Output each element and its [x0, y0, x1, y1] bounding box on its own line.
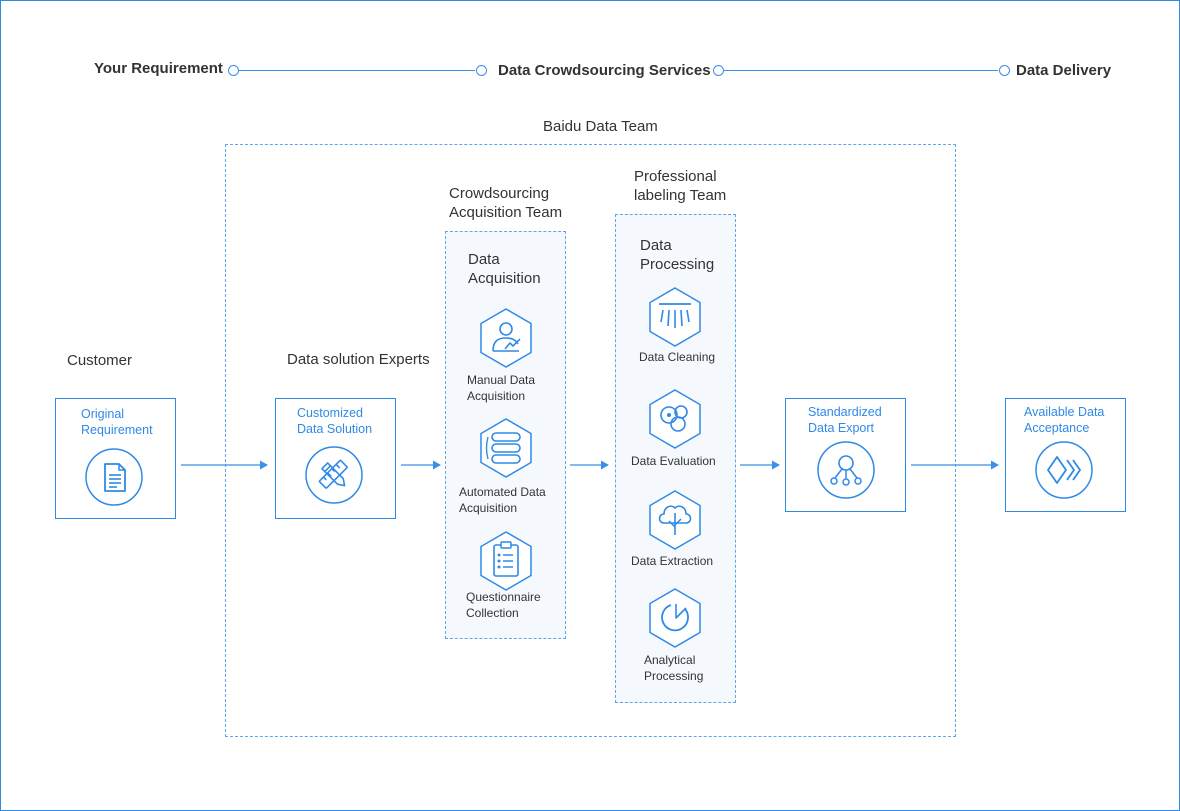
analytical-processing-label-line2: Processing [644, 669, 704, 683]
arrow-processing-to-export [740, 460, 780, 470]
team-title: Baidu Data Team [543, 118, 658, 135]
manual-acquisition-label: Manual Data Acquisition [467, 372, 535, 404]
labeling-team-heading-line2: labeling Team [634, 187, 727, 204]
data-cleaning-label: Data Cleaning [639, 350, 716, 364]
questionnaire-label-line1: Questionnaire [466, 590, 541, 604]
timeline-dot-3 [713, 65, 724, 76]
acquisition-team-heading: Crowdsourcing Acquisition Team [449, 184, 562, 222]
timeline-dot-1 [228, 65, 239, 76]
acceptance-box-label-line2: Acceptance [1024, 421, 1090, 435]
experts-box-label: Customized Data Solution [297, 405, 372, 437]
timeline-line-1 [239, 70, 475, 71]
database-icon [478, 417, 534, 479]
manual-acquisition-label-line2: Acquisition [467, 389, 526, 403]
chevrons-icon [1034, 441, 1094, 499]
timeline-dot-4 [999, 65, 1010, 76]
data-extraction-label: Data Extraction [631, 554, 714, 568]
timeline-step-services: Data Crowdsourcing Services [498, 62, 711, 79]
experts-box-label-line2: Data Solution [297, 422, 373, 436]
network-icon [817, 441, 875, 499]
analytical-processing-label: Analytical Processing [644, 652, 703, 684]
acceptance-box: Available Data Acceptance [1005, 398, 1126, 512]
arrow-acquisition-to-processing [570, 460, 609, 470]
timeline-line-2 [724, 70, 998, 71]
manual-acquisition-label-line1: Manual Data [467, 373, 536, 387]
export-box-label-line1: Standardized [808, 405, 882, 419]
customer-box-label-line2: Requirement [81, 423, 153, 437]
arrow-customer-to-experts [181, 460, 268, 470]
acquisition-title-line2: Acquisition [468, 270, 541, 287]
team-container [225, 144, 956, 737]
automated-acquisition-label-line2: Acquisition [459, 501, 518, 515]
timeline-step-requirement: Your Requirement [94, 60, 223, 77]
questionnaire-label: Questionnaire Collection [466, 589, 541, 621]
customer-box-label: Original Requirement [81, 406, 153, 438]
arrow-export-to-acceptance [911, 460, 999, 470]
acquisition-title-line1: Data [468, 251, 500, 268]
automated-acquisition-label-line1: Automated Data [459, 485, 546, 499]
automated-acquisition-label: Automated Data Acquisition [459, 484, 546, 516]
experts-heading: Data solution Experts [287, 351, 430, 368]
labeling-team-heading-line1: Professional [634, 168, 717, 185]
labeling-team-heading: Professional labeling Team [634, 167, 726, 205]
acceptance-box-label: Available Data Acceptance [1024, 404, 1104, 436]
export-box: Standardized Data Export [785, 398, 906, 512]
arrow-experts-to-acquisition [401, 460, 441, 470]
person-chart-icon [478, 307, 534, 369]
timeline-dot-2 [476, 65, 487, 76]
acquisition-title: Data Acquisition [468, 250, 541, 288]
tree-icon [647, 489, 703, 551]
document-icon [85, 448, 143, 506]
shower-icon [647, 286, 703, 348]
export-box-label: Standardized Data Export [808, 404, 882, 436]
acceptance-box-label-line1: Available Data [1024, 405, 1105, 419]
acquisition-team-heading-line2: Acquisition Team [449, 204, 563, 221]
pencil-ruler-icon [305, 446, 363, 504]
experts-box-label-line1: Customized [297, 406, 363, 420]
acquisition-team-heading-line1: Crowdsourcing [449, 185, 550, 202]
pie-icon [647, 587, 703, 649]
analytical-processing-label-line1: Analytical [644, 653, 696, 667]
customer-box-label-line1: Original [81, 407, 125, 421]
questionnaire-label-line2: Collection [466, 606, 519, 620]
clipboard-icon [478, 530, 534, 592]
processing-title-line1: Data [640, 237, 672, 254]
experts-box: Customized Data Solution [275, 398, 396, 519]
customer-heading: Customer [67, 352, 133, 369]
bubbles-icon [647, 388, 703, 450]
processing-title-line2: Processing [640, 256, 715, 273]
timeline-step-delivery: Data Delivery [1016, 62, 1112, 79]
processing-title: Data Processing [640, 236, 714, 274]
export-box-label-line2: Data Export [808, 421, 875, 435]
customer-box: Original Requirement [55, 398, 176, 519]
data-evaluation-label: Data Evaluation [631, 454, 716, 468]
